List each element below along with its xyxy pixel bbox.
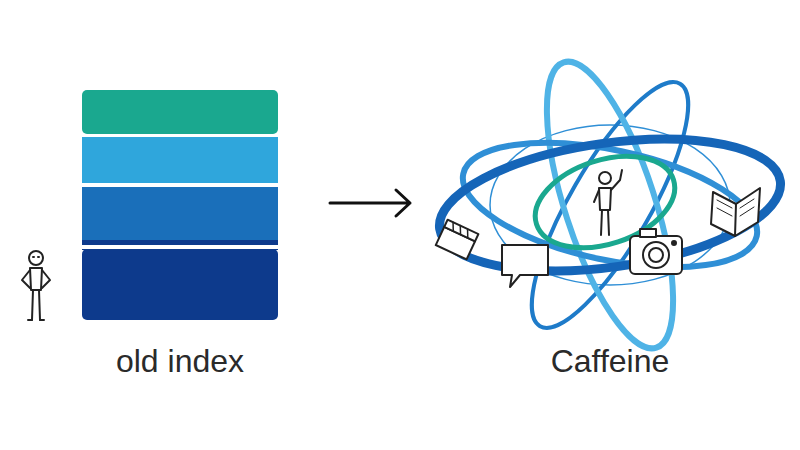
arrow-line xyxy=(330,190,410,216)
index-block: old index xyxy=(50,80,310,380)
stick-figure xyxy=(22,251,50,320)
index-bands xyxy=(50,80,310,380)
orbit-illustration xyxy=(430,70,790,380)
caffeine-orbit: Caffeine xyxy=(430,70,790,380)
index-bands xyxy=(82,90,278,320)
node-label: Caffeine xyxy=(551,343,670,380)
flow-arrow xyxy=(330,190,410,216)
orbit-illustration xyxy=(431,48,789,361)
node-label: old index xyxy=(116,343,244,380)
icons xyxy=(436,170,760,287)
